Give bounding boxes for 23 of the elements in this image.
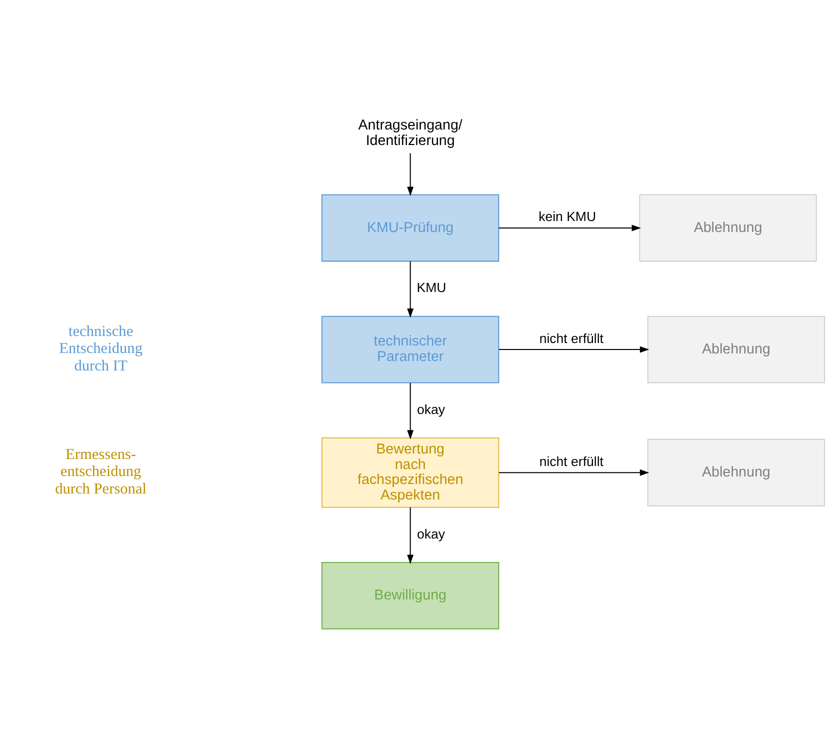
label: Ermessens- entscheidung durch Personal <box>55 445 147 498</box>
node-box: Ablehnung <box>647 315 826 383</box>
arrow <box>498 224 641 231</box>
node-box: Ablehnung <box>639 194 817 262</box>
node-box: KMU-Prüfung <box>321 194 500 262</box>
node-box: Bewilligung <box>321 562 500 629</box>
edge-label: KMU <box>416 280 446 295</box>
edge-label: kein KMU <box>538 208 596 224</box>
arrow <box>407 152 414 196</box>
node-box: Ablehnung <box>647 438 826 506</box>
arrow <box>407 506 414 564</box>
edge-label: okay <box>416 526 445 541</box>
arrow <box>407 260 414 318</box>
label: technische Entscheidung durch IT <box>59 322 142 374</box>
arrow <box>407 382 414 439</box>
node-text: Antragseingang/ Identifizierung <box>358 117 462 148</box>
edge-label: nicht erfüllt <box>539 330 604 346</box>
arrow <box>498 346 650 352</box>
node-box: Bewertung nach fachspezifischen Aspekten <box>321 436 500 508</box>
node-box: technischer Parameter <box>321 315 500 383</box>
edge-label: nicht erfüllt <box>539 453 604 468</box>
arrow <box>498 468 650 476</box>
edge-label: okay <box>416 401 445 416</box>
